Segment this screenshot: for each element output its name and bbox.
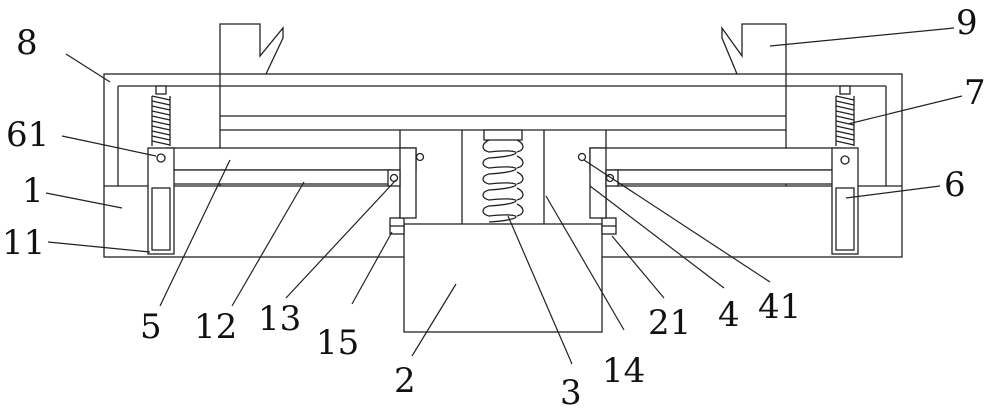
hopper-right (721, 23, 787, 75)
label-14: 14 (602, 351, 645, 391)
label-4: 4 (718, 295, 740, 335)
right-mechanism (577, 147, 841, 219)
label-1: 1 (22, 171, 44, 211)
upper-body (219, 74, 787, 186)
label-9: 9 (956, 3, 978, 43)
rod-left (147, 147, 175, 255)
rod-right (831, 147, 859, 255)
center-spring (482, 129, 524, 223)
hopper-left (219, 23, 284, 75)
spring-left (151, 85, 171, 146)
label-7: 7 (964, 73, 986, 113)
stop-block-right (601, 217, 617, 235)
label-8: 8 (16, 23, 38, 63)
label-12: 12 (194, 307, 237, 347)
label-2: 2 (394, 361, 416, 401)
label-13: 13 (258, 299, 301, 339)
label-21: 21 (648, 303, 691, 343)
spring-right (835, 85, 855, 146)
label-11: 11 (2, 223, 45, 263)
label-15: 15 (316, 323, 359, 363)
label-61: 61 (6, 115, 49, 155)
label-6: 6 (944, 165, 966, 205)
part-labels: 8 9 7 61 1 6 11 5 12 13 15 2 3 14 21 4 4… (2, 3, 986, 413)
stop-block-left (389, 217, 405, 235)
label-5: 5 (140, 307, 162, 347)
label-3: 3 (560, 373, 582, 413)
label-41: 41 (758, 287, 801, 327)
leader-lines (45, 27, 963, 365)
